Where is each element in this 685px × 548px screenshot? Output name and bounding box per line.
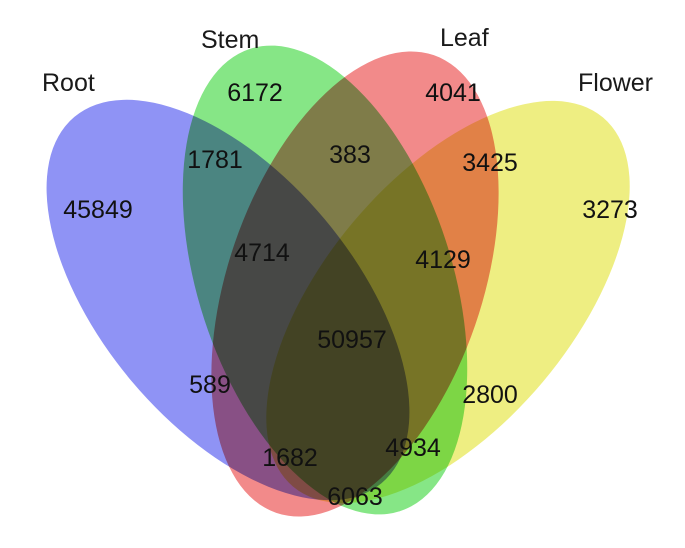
- set-label-flower: Flower: [578, 69, 653, 97]
- region-root-stem-leaf: 4714: [234, 239, 290, 267]
- set-label-stem: Stem: [201, 26, 259, 54]
- region-stem-leaf-flower: 4129: [415, 246, 471, 274]
- set-label-leaf: Leaf: [440, 24, 489, 52]
- region-root-leaf-flower: 1682: [262, 444, 318, 472]
- region-flower-only: 3273: [582, 196, 638, 224]
- region-values: 45849 6172 4041 3273 1781 383 3425 4714 …: [63, 79, 638, 511]
- region-stem-flower: 2800: [462, 381, 518, 409]
- region-root-only: 45849: [63, 196, 133, 224]
- region-all-four: 50957: [317, 326, 387, 354]
- region-leaf-only: 4041: [425, 79, 481, 107]
- ellipse-flower: [266, 100, 630, 504]
- set-label-root: Root: [42, 69, 95, 97]
- region-root-flower: 6063: [327, 483, 383, 511]
- set-labels: Root Stem Leaf Flower: [42, 24, 653, 97]
- region-stem-only: 6172: [227, 79, 283, 107]
- region-root-stem-flower: 4934: [385, 434, 441, 462]
- region-root-stem: 1781: [187, 146, 243, 174]
- set-ellipses: [46, 45, 630, 517]
- region-stem-leaf: 383: [329, 141, 371, 169]
- region-leaf-flower: 3425: [462, 149, 518, 177]
- region-root-leaf: 589: [189, 371, 231, 399]
